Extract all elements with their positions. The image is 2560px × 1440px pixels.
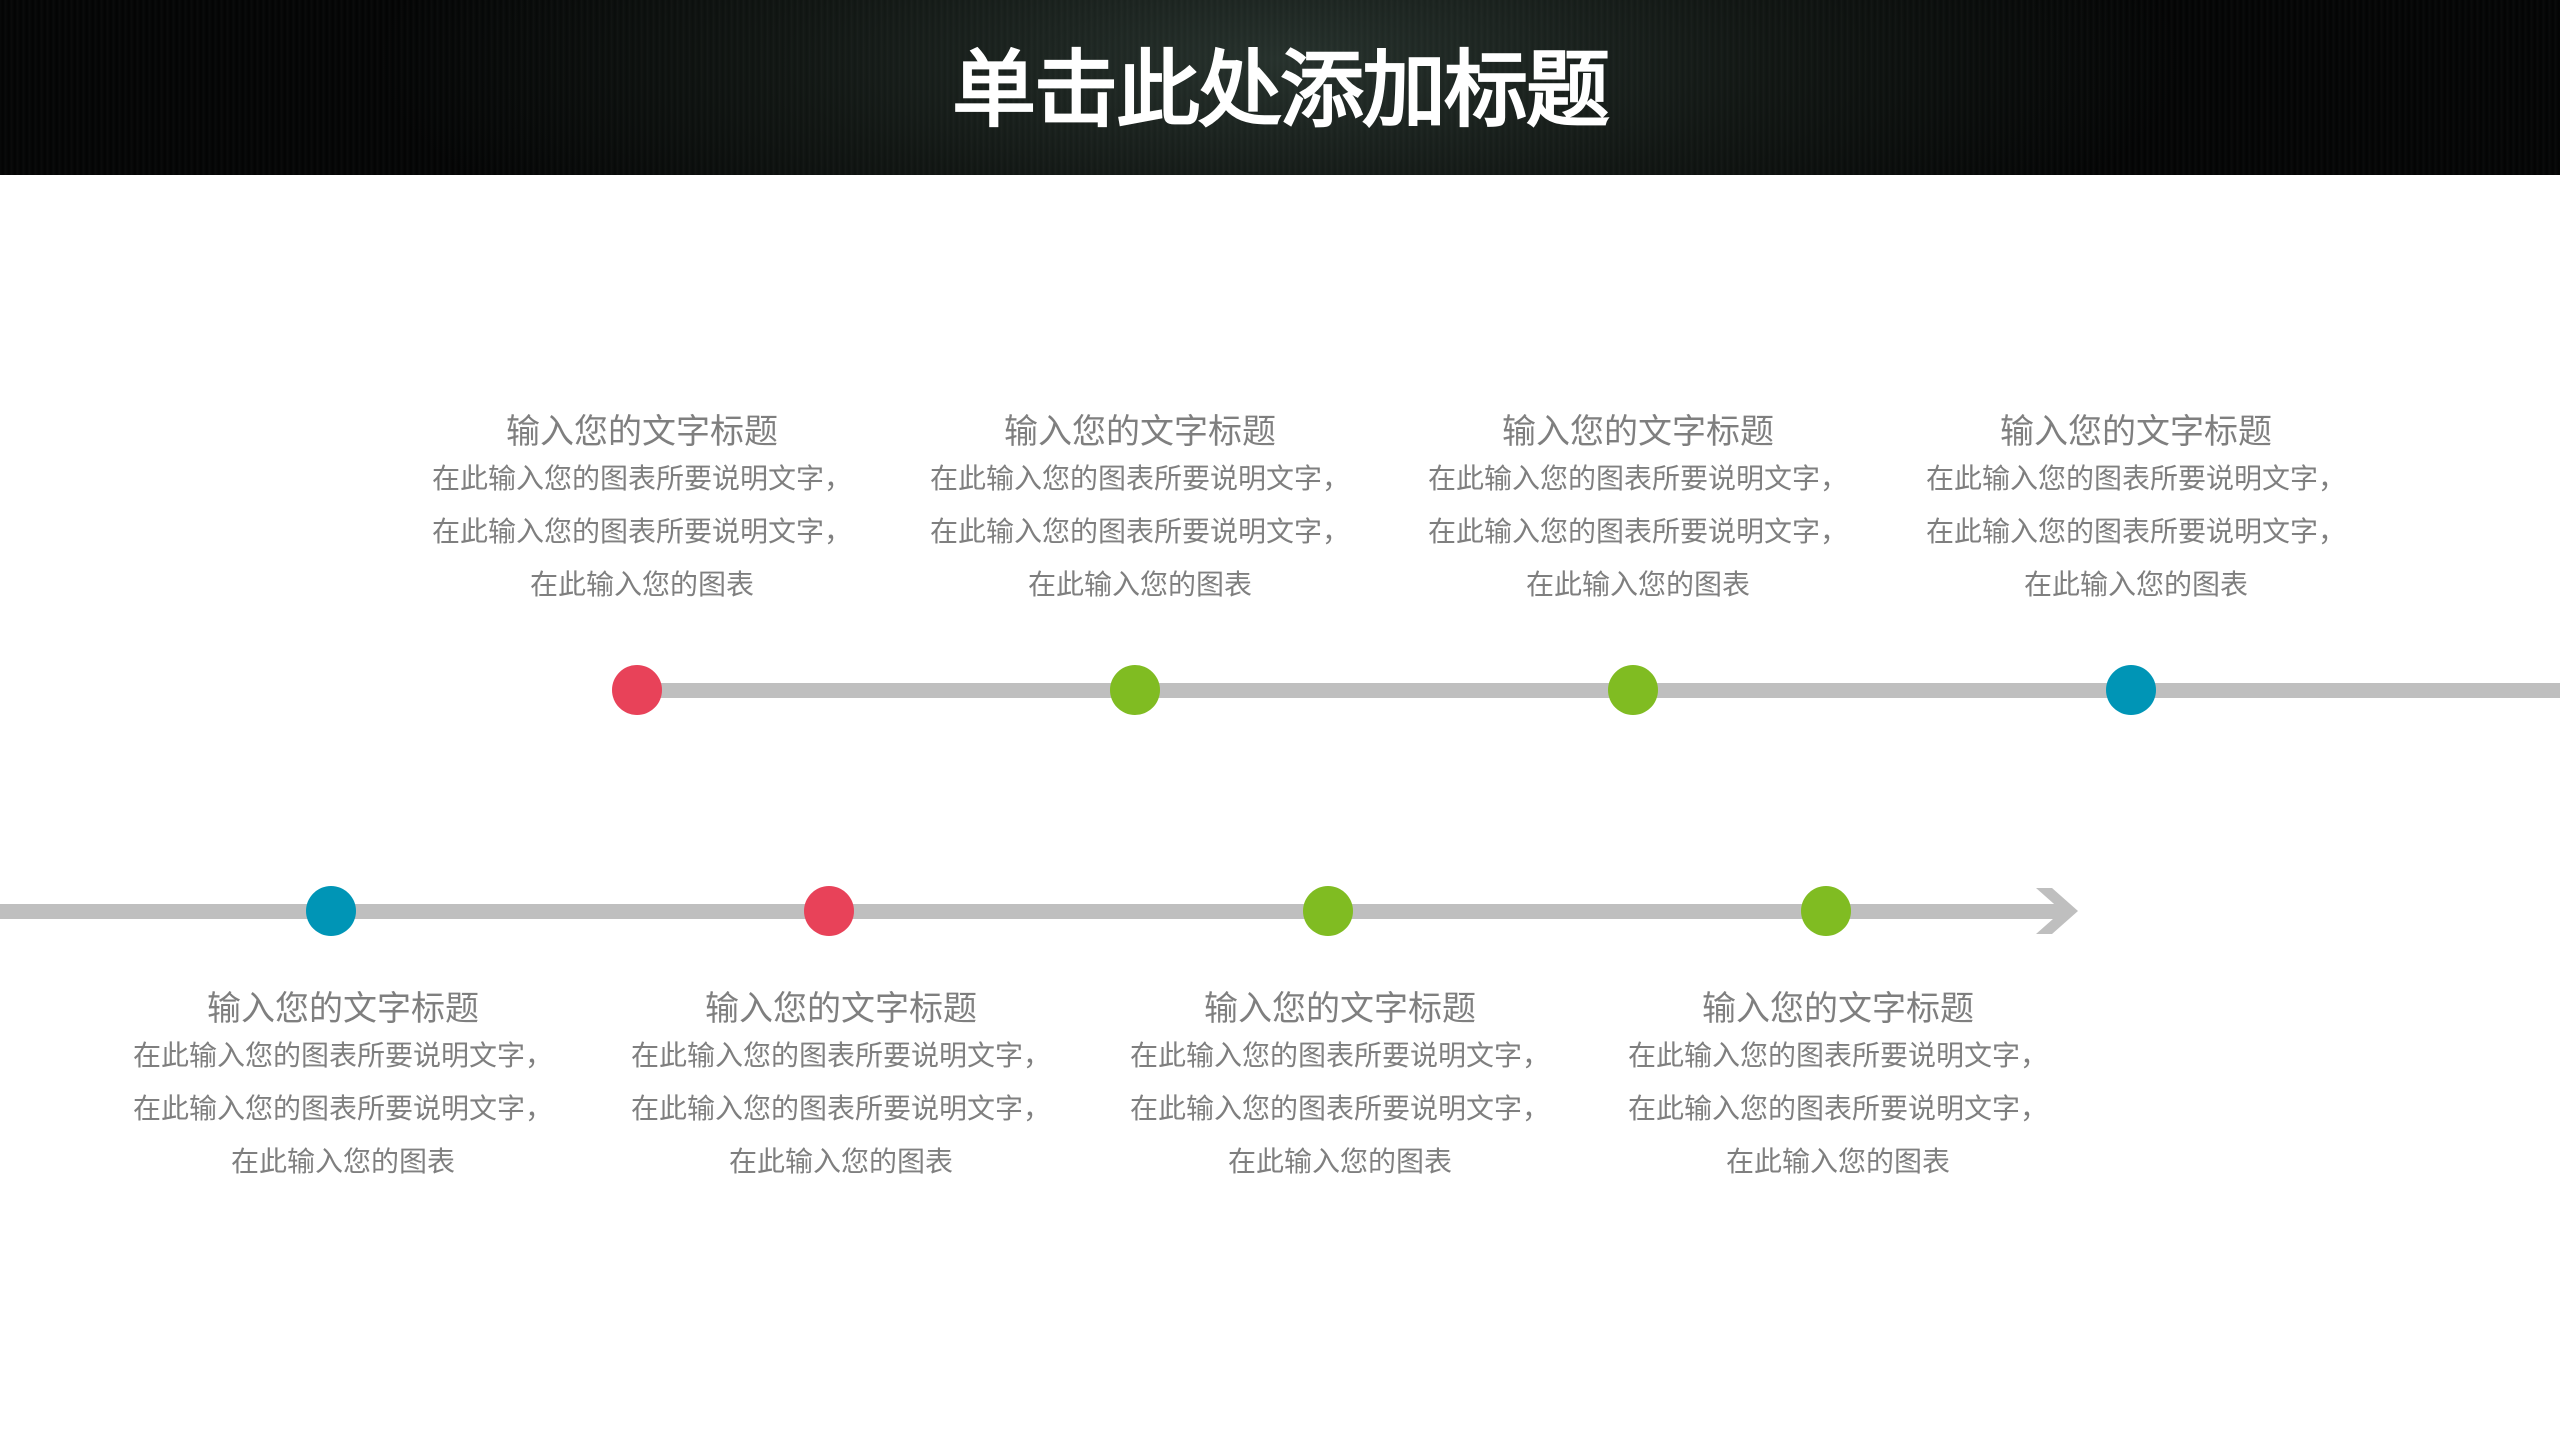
- item-desc-line[interactable]: 在此输入您的图表所要说明文字，: [1925, 515, 2346, 548]
- item-desc-line[interactable]: 在此输入您的图表所要说明文字，: [1925, 462, 2346, 495]
- header-banner: 单击此处添加标题: [0, 0, 2560, 175]
- timeline-dot-bottom-2: [804, 886, 854, 936]
- timeline-track-bottom: [0, 904, 2062, 919]
- item-desc-line[interactable]: 在此输入您的图表: [2023, 568, 2248, 601]
- item-desc-line[interactable]: 在此输入您的图表所要说明文字，: [1627, 1039, 2048, 1072]
- timeline-dot-top-4: [2106, 665, 2156, 715]
- item-desc-line[interactable]: 在此输入您的图表所要说明文字，: [630, 1039, 1051, 1072]
- timeline-item-top-2: 输入您的文字标题 在此输入您的图表所要说明文字， 在此输入您的图表所要说明文字，…: [890, 412, 1390, 611]
- item-desc-line[interactable]: 在此输入您的图表: [1725, 1145, 1950, 1178]
- item-desc-line[interactable]: 在此输入您的图表: [230, 1145, 455, 1178]
- item-title[interactable]: 输入您的文字标题: [705, 989, 977, 1029]
- timeline-item-top-4: 输入您的文字标题 在此输入您的图表所要说明文字， 在此输入您的图表所要说明文字，…: [1886, 412, 2386, 611]
- item-desc-line[interactable]: 在此输入您的图表所要说明文字，: [1627, 1092, 2048, 1125]
- timeline-item-bottom-4: 输入您的文字标题 在此输入您的图表所要说明文字， 在此输入您的图表所要说明文字，…: [1588, 989, 2088, 1188]
- item-desc-line[interactable]: 在此输入您的图表: [529, 568, 754, 601]
- item-title[interactable]: 输入您的文字标题: [1702, 989, 1974, 1029]
- item-title[interactable]: 输入您的文字标题: [2000, 412, 2272, 452]
- timeline-dot-top-3: [1608, 665, 1658, 715]
- timeline-item-top-1: 输入您的文字标题 在此输入您的图表所要说明文字， 在此输入您的图表所要说明文字，…: [392, 412, 892, 611]
- item-desc-line[interactable]: 在此输入您的图表所要说明文字，: [1129, 1039, 1550, 1072]
- timeline-item-top-3: 输入您的文字标题 在此输入您的图表所要说明文字， 在此输入您的图表所要说明文字，…: [1388, 412, 1888, 611]
- arrow-right-icon: [2036, 888, 2078, 934]
- item-desc-line[interactable]: 在此输入您的图表所要说明文字，: [929, 515, 1350, 548]
- item-desc-line[interactable]: 在此输入您的图表所要说明文字，: [1129, 1092, 1550, 1125]
- timeline-dot-bottom-1: [306, 886, 356, 936]
- item-desc-line[interactable]: 在此输入您的图表所要说明文字，: [431, 515, 852, 548]
- item-desc-line[interactable]: 在此输入您的图表: [1027, 568, 1252, 601]
- item-desc-line[interactable]: 在此输入您的图表所要说明文字，: [132, 1092, 553, 1125]
- item-desc-line[interactable]: 在此输入您的图表所要说明文字，: [929, 462, 1350, 495]
- item-desc-line[interactable]: 在此输入您的图表所要说明文字，: [431, 462, 852, 495]
- timeline-item-bottom-1: 输入您的文字标题 在此输入您的图表所要说明文字， 在此输入您的图表所要说明文字，…: [93, 989, 593, 1188]
- timeline-item-bottom-3: 输入您的文字标题 在此输入您的图表所要说明文字， 在此输入您的图表所要说明文字，…: [1090, 989, 1590, 1188]
- item-desc-line[interactable]: 在此输入您的图表所要说明文字，: [132, 1039, 553, 1072]
- item-desc-line[interactable]: 在此输入您的图表: [1525, 568, 1750, 601]
- timeline-dot-bottom-4: [1801, 886, 1851, 936]
- item-title[interactable]: 输入您的文字标题: [1204, 989, 1476, 1029]
- item-desc-line[interactable]: 在此输入您的图表: [728, 1145, 953, 1178]
- item-desc-line[interactable]: 在此输入您的图表: [1227, 1145, 1452, 1178]
- item-title[interactable]: 输入您的文字标题: [506, 412, 778, 452]
- item-desc-line[interactable]: 在此输入您的图表所要说明文字，: [630, 1092, 1051, 1125]
- item-title[interactable]: 输入您的文字标题: [1502, 412, 1774, 452]
- timeline-track-top: [637, 683, 2560, 698]
- timeline-dot-top-1: [612, 665, 662, 715]
- timeline-dot-top-2: [1110, 665, 1160, 715]
- timeline-item-bottom-2: 输入您的文字标题 在此输入您的图表所要说明文字， 在此输入您的图表所要说明文字，…: [591, 989, 1091, 1188]
- item-title[interactable]: 输入您的文字标题: [1004, 412, 1276, 452]
- item-desc-line[interactable]: 在此输入您的图表所要说明文字，: [1427, 462, 1848, 495]
- item-desc-line[interactable]: 在此输入您的图表所要说明文字，: [1427, 515, 1848, 548]
- timeline-dot-bottom-3: [1303, 886, 1353, 936]
- slide-title[interactable]: 单击此处添加标题: [951, 41, 1610, 139]
- item-title[interactable]: 输入您的文字标题: [207, 989, 479, 1029]
